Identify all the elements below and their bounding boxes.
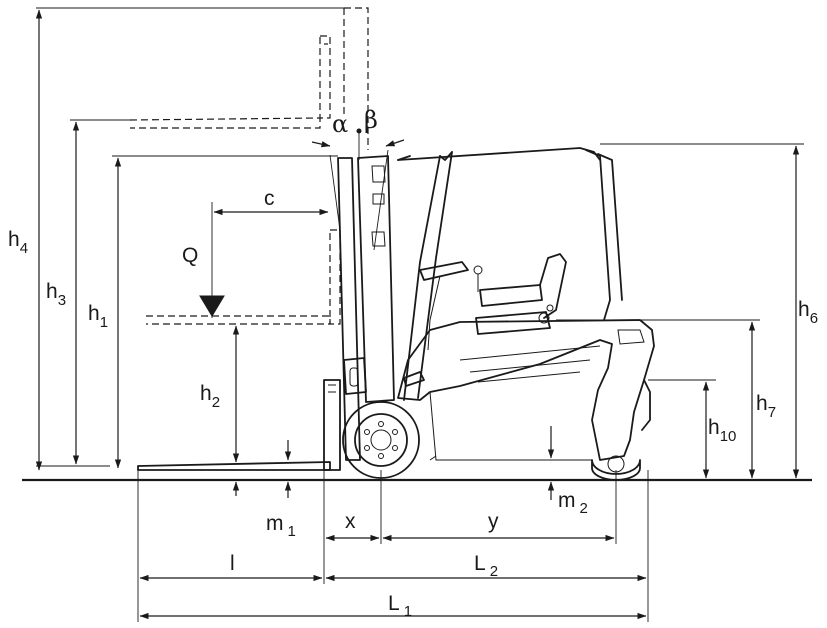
mast xyxy=(337,155,395,461)
tilt-pivot xyxy=(356,128,362,134)
h2-label: h2 xyxy=(200,382,220,411)
alpha-arc xyxy=(311,141,331,148)
q-label: Q xyxy=(182,244,198,267)
load-arrow xyxy=(200,296,224,316)
h7-label: h7 xyxy=(756,392,776,421)
h4-label: h4 xyxy=(8,228,28,257)
beta-label: β xyxy=(364,106,378,134)
forklift-drawing xyxy=(129,7,655,481)
h6-label: h6 xyxy=(798,298,818,327)
c-label: c xyxy=(264,187,275,210)
h3-label: h3 xyxy=(46,280,66,309)
fork-lowered xyxy=(137,461,331,471)
h10-label: h10 xyxy=(708,416,736,445)
y-label: y xyxy=(488,510,499,533)
chassis xyxy=(397,319,655,461)
steering xyxy=(403,261,469,387)
fork-carriage xyxy=(323,379,341,471)
seat xyxy=(473,253,567,335)
l-label: l xyxy=(230,552,235,575)
front-wheel xyxy=(342,401,420,479)
overhead-guard xyxy=(397,147,623,401)
beta-arc xyxy=(385,139,405,147)
alpha-label: α xyxy=(332,110,348,138)
raised-carriage-dashed xyxy=(129,7,369,325)
h1-label: h1 xyxy=(88,302,108,331)
x-label: x xyxy=(345,510,356,533)
